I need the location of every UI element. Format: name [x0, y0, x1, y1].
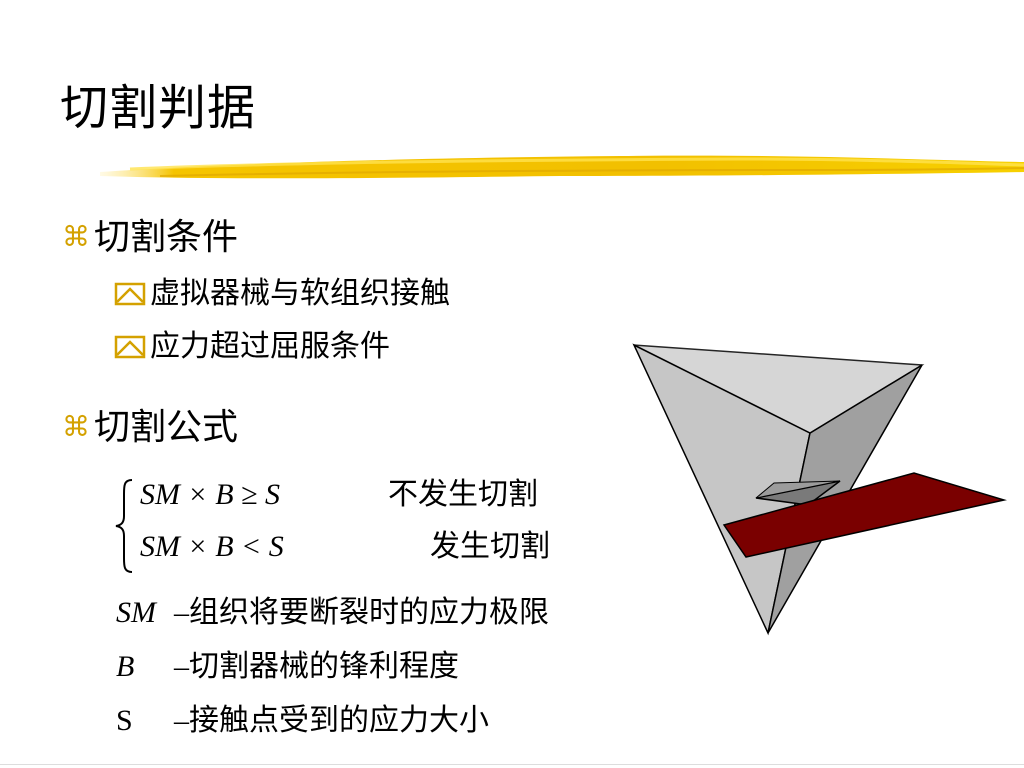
definition-dash: –: [174, 704, 189, 737]
pyramid-top-face: [633, 344, 925, 434]
definition-sm: SM–组织将要断裂时的应力极限: [116, 596, 549, 629]
cutting-illustration: [632, 343, 1007, 636]
section-heading: 切割公式: [94, 407, 239, 448]
formula-line-2: SM × B < S: [140, 530, 284, 563]
definition-text: 切割器械的锋利程度: [189, 649, 459, 684]
definition-symbol: SM: [116, 596, 156, 629]
definition-text: 组织将要断裂时的应力极限: [189, 595, 549, 630]
formula-line-1: SM × B ≥ S: [140, 478, 281, 511]
command-icon: ⌘: [62, 220, 90, 254]
section-cutting-formula: ⌘ 切割公式: [62, 408, 238, 448]
blade: [722, 472, 1007, 558]
definition-dash: –: [174, 596, 189, 629]
command-icon: ⌘: [62, 410, 90, 444]
list-item: 应力超过屈服条件: [114, 330, 390, 363]
checkbox-envelope-icon: [114, 282, 146, 305]
definition-dash: –: [174, 650, 189, 683]
definition-b: B –切割器械的锋利程度: [116, 650, 459, 683]
definition-s: S –接触点受到的应力大小: [116, 704, 489, 737]
list-item-text: 应力超过屈服条件: [150, 329, 390, 364]
section-heading: 切割条件: [94, 217, 239, 258]
definition-text: 接触点受到的应力大小: [189, 703, 489, 738]
list-item: 虚拟器械与软组织接触: [114, 277, 450, 310]
definition-symbol: S: [116, 704, 133, 737]
slide-title: 切割判据: [60, 80, 257, 136]
title-underline-brush: [100, 155, 1024, 179]
list-item-text: 虚拟器械与软组织接触: [150, 276, 450, 311]
footer-divider: [0, 764, 1024, 765]
formula-line-2-result: 发生切割: [430, 529, 550, 564]
definition-symbol: B: [116, 650, 135, 683]
section-cutting-conditions: ⌘ 切割条件: [62, 218, 238, 258]
formula-line-1-result: 不发生切割: [388, 477, 538, 512]
cut-notch-top: [755, 480, 841, 499]
left-brace: [115, 479, 133, 573]
checkbox-envelope-icon: [114, 335, 146, 358]
